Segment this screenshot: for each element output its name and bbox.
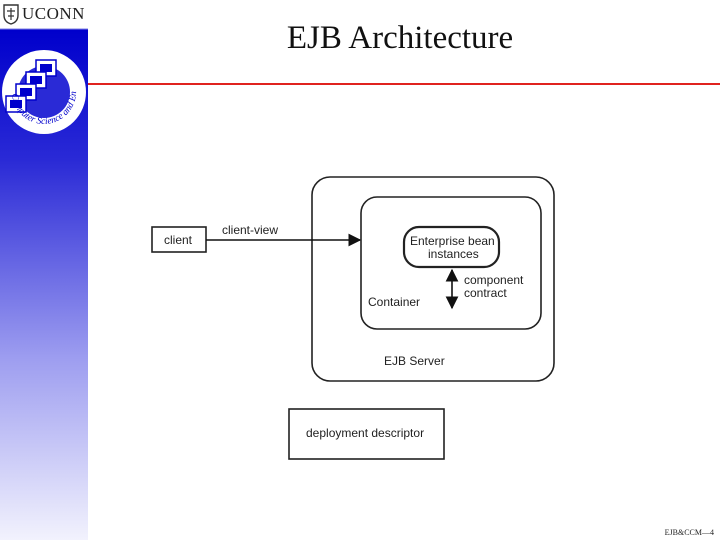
- deployment-descriptor-box: [288, 408, 445, 460]
- container-label: Container: [368, 295, 421, 309]
- slide-title: EJB Architecture: [286, 20, 514, 56]
- ejb-server-label: EJB Server: [384, 354, 445, 368]
- component-contract-label-line2: contract: [464, 286, 507, 300]
- container-box: [360, 196, 542, 330]
- client-view-label: client-view: [222, 223, 279, 237]
- ejb-server-box: [311, 176, 555, 382]
- cse-department-logo: Computer Science and Engineering: [0, 30, 86, 134]
- uconn-seal-icon: [3, 4, 19, 25]
- client-label: client: [164, 233, 193, 247]
- component-contract-label-line1: component: [464, 273, 524, 287]
- title-underline-rule: [88, 83, 720, 85]
- brand-name: UCONN: [22, 4, 85, 23]
- left-sidebar-band: UCONN Computer Science and Engineering: [0, 0, 88, 540]
- deployment-descriptor-label: deployment descriptor: [306, 426, 425, 440]
- uconn-brand: UCONN: [2, 2, 88, 26]
- bean-instances-label-line2: instances: [428, 247, 479, 261]
- bean-instances-box: [402, 225, 501, 269]
- bean-instances-label-line1: Enterprise bean: [410, 234, 495, 248]
- slide-footer-ref: EJB&CCM—4: [664, 528, 714, 537]
